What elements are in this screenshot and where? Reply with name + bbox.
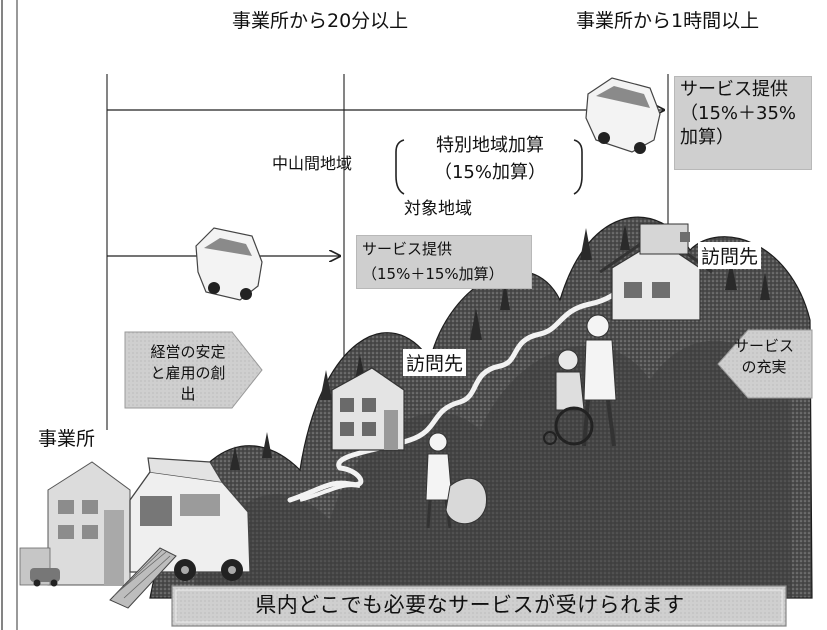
visit-upper-label: 訪問先	[698, 242, 762, 269]
visit-lower-label: 訪問先	[403, 349, 467, 376]
region-name: 中山間地域	[272, 154, 353, 173]
special-area-rate: （15%加算）	[433, 162, 546, 183]
small-car-icon	[30, 568, 60, 587]
service-far-line3: 加算）	[680, 127, 734, 148]
right-callout-shape	[717, 329, 813, 399]
house-lower-icon	[331, 367, 405, 451]
target-area-label: 対象地域	[404, 199, 472, 219]
banner-message: 県内どこでも必要なサービスが受けられます	[255, 593, 685, 617]
left-callout-shape	[124, 331, 263, 409]
bracket-right	[573, 139, 583, 195]
service-far-box: サービス提供 （15%＋35% 加算）	[674, 76, 812, 170]
welfare-van-icon	[109, 457, 251, 609]
service-mid-line2: （15%＋15%加算）	[362, 265, 504, 283]
van-mid-icon	[195, 227, 263, 301]
right-callout-text: サービス の充実	[720, 336, 808, 378]
right-callout-line2: の充実	[741, 358, 787, 376]
office-label: 事業所	[38, 428, 96, 450]
caregiver-wheelchair-icon	[543, 314, 617, 447]
banner-shape	[171, 585, 787, 627]
special-area-title: 特別地域加算	[436, 135, 544, 156]
van-far-icon	[585, 77, 661, 154]
left-callout-line3: 出	[180, 385, 196, 403]
service-mid-line1: サービス提供	[362, 240, 453, 258]
zone-mid-heading: 事業所から20分以上	[232, 10, 409, 32]
left-callout-line2: と雇用の創	[150, 364, 226, 382]
right-callout-line1: サービス	[733, 337, 794, 355]
service-far-line1: サービス提供	[680, 79, 788, 100]
zone-far-heading: 事業所から1時間以上	[576, 10, 760, 32]
office-building-icon	[19, 461, 131, 586]
left-callout-line1: 経営の安定	[150, 343, 226, 361]
left-callout-text: 経営の安定 と雇用の創 出	[128, 342, 248, 405]
bracket-left	[395, 139, 405, 195]
service-mid-box: サービス提供 （15%＋15%加算）	[356, 235, 532, 289]
service-far-line2: （15%＋35%	[680, 103, 797, 124]
visitor-person-icon	[425, 432, 487, 529]
house-upper-icon	[599, 223, 713, 321]
